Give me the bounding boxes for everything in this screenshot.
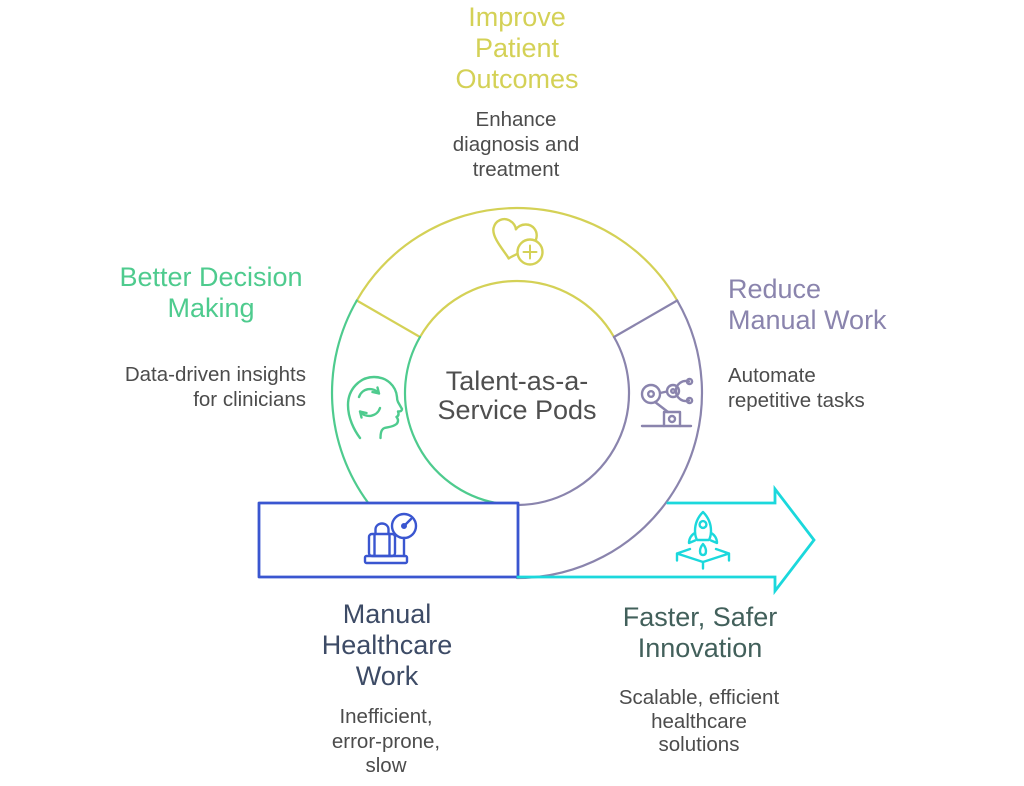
divider-top-right [612,299,679,339]
robot-arm-icon [640,377,694,428]
robot-gripper-tip-bottom [685,396,694,405]
plus-sign [522,244,538,260]
inner-arc-right [516,335,631,507]
scale-gauge [390,512,418,540]
bottom-left-banner [257,501,520,579]
luggage-scale-icon [363,512,418,565]
robot-arm-lower [653,400,670,414]
top-segment [355,207,679,339]
brain-cycle-icon [346,375,404,440]
rocket-flame [698,542,708,557]
bottom-right-title: Faster, Safer Innovation [622,602,778,663]
head-profile [346,375,404,440]
left-segment [330,299,498,505]
robot-joint-1 [640,383,662,405]
robot-gripper [674,379,691,403]
bottom-left-description: Inefficient, error-prone, slow [331,705,441,777]
right-segment [515,299,704,580]
gauge-needle [402,517,413,528]
robot-arm-upper [658,390,669,395]
rocket-launch-icon [675,510,731,570]
robot-base-box [662,410,682,428]
bottom-left-title: Manual Healthcare Work [321,599,453,691]
suitcase-body [367,532,397,558]
outer-arc-right [515,299,704,580]
robot-gripper-tip-top [685,377,694,386]
cycle-arrow-2 [358,406,382,419]
robot-joint-2 [665,383,681,399]
left-section-description: Data-driven insights for clinicians [124,363,306,411]
top-section-description: Enhance diagnosis and treatment [452,108,580,181]
right-section-title: Reduce Manual Work [728,274,887,335]
outer-arc-left [330,299,370,504]
robot-joint-2-dot [670,388,677,395]
rocket-fin-right [709,531,719,545]
right-section-description: Automate repetitive tasks [728,364,865,412]
rocket-window [698,519,708,530]
inner-arc-left [403,335,498,505]
rocket-body [693,510,713,542]
left-section-title: Better Decision Making [119,262,303,323]
bottom-right-arrow [516,484,816,596]
launch-platform [675,547,731,570]
inner-arc-top [418,279,616,339]
heart-outline [492,217,538,260]
bottom-right-description: Scalable, efficient healthcare solutions [618,686,780,756]
outer-arc-top [355,207,679,302]
robot-base-dot [667,414,677,424]
top-section-title: Improve Patient Outcomes [455,2,579,94]
suitcase-ribs [373,533,391,557]
center-label: Talent-as-a- Service Pods [437,366,597,425]
cycle-arrow-1 [357,386,381,399]
suitcase-handle [374,522,390,536]
arrow-outline [516,484,816,596]
divider-top-left [355,299,422,339]
heart-plus-icon [492,217,544,266]
robot-joint-1-dot [647,390,656,399]
rocket-fin-left [687,531,697,545]
